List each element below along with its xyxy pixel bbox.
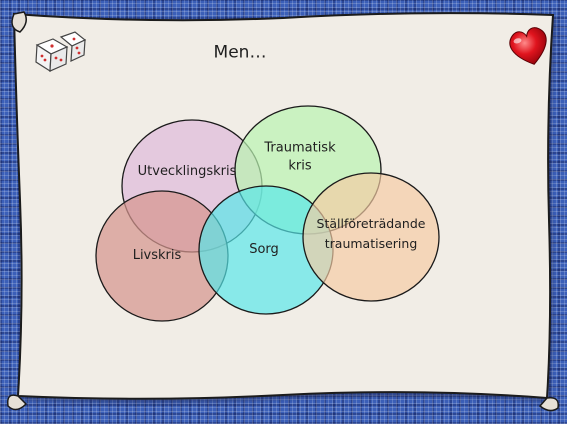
corner-curl-top-left — [11, 11, 27, 33]
corner-curl-bottom-left — [6, 394, 28, 411]
label-traumatisk-kris: Traumatisk kris — [264, 140, 336, 173]
slide-title: Men… — [213, 42, 267, 63]
corner-curl-bottom-right — [538, 396, 560, 412]
venn-diagram — [95, 105, 440, 322]
label-livskris: Livskris — [132, 248, 182, 264]
heart-icon — [509, 27, 547, 65]
label-sorg: Sorg — [249, 242, 279, 258]
label-stallforetradande-traumatisering: Ställföreträdande traumatisering — [316, 216, 426, 251]
dice-icon — [35, 31, 87, 73]
label-utvecklingskris: Utvecklingskris — [137, 164, 237, 180]
circle-stallforetradande — [302, 172, 440, 302]
